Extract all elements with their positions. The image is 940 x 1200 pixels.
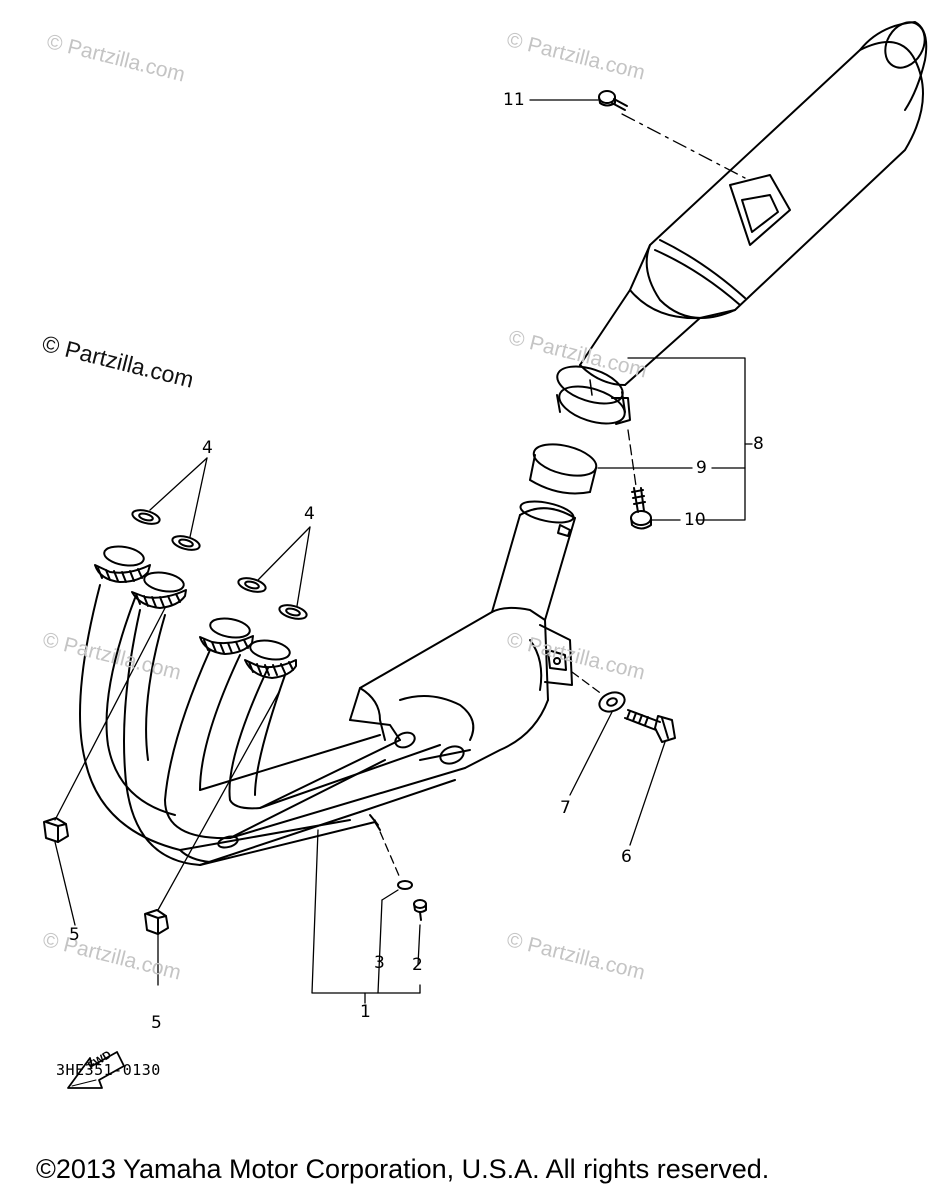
port-gaskets (131, 509, 308, 620)
muffler (579, 21, 928, 386)
fwd-arrow-icon (67, 1051, 125, 1089)
part-2-screw (413, 899, 427, 921)
part-3-washer (397, 880, 413, 890)
muffler-clamp (556, 365, 631, 425)
callout-6: 6 (621, 847, 632, 867)
callout-1: 1 (360, 1002, 371, 1022)
callout-5: 5 (69, 925, 80, 945)
callout-5: 5 (151, 1013, 162, 1033)
callout-4: 4 (304, 504, 315, 524)
callout-2: 2 (412, 955, 423, 975)
pipe-flanges (94, 545, 297, 679)
callout-7: 7 (560, 798, 571, 818)
callout-4: 4 (202, 438, 213, 458)
copyright-notice: ©2013 Yamaha Motor Corporation, U.S.A. A… (36, 1154, 770, 1184)
washer-7 (598, 691, 626, 713)
callout-9: 9 (696, 458, 707, 478)
diagram-code: 3HE351-0130 (56, 1061, 161, 1079)
gasket-ring (529, 443, 598, 495)
callout-11: 11 (503, 90, 525, 110)
callout-8: 8 (753, 434, 764, 454)
leader-lines (54, 99, 753, 1004)
bolt-11 (598, 90, 628, 111)
callout-10: 10 (684, 510, 706, 530)
callout-3: 3 (374, 953, 385, 973)
bolt-6 (624, 709, 676, 743)
exhaust-header (79, 500, 576, 866)
bolt-10 (630, 487, 652, 530)
